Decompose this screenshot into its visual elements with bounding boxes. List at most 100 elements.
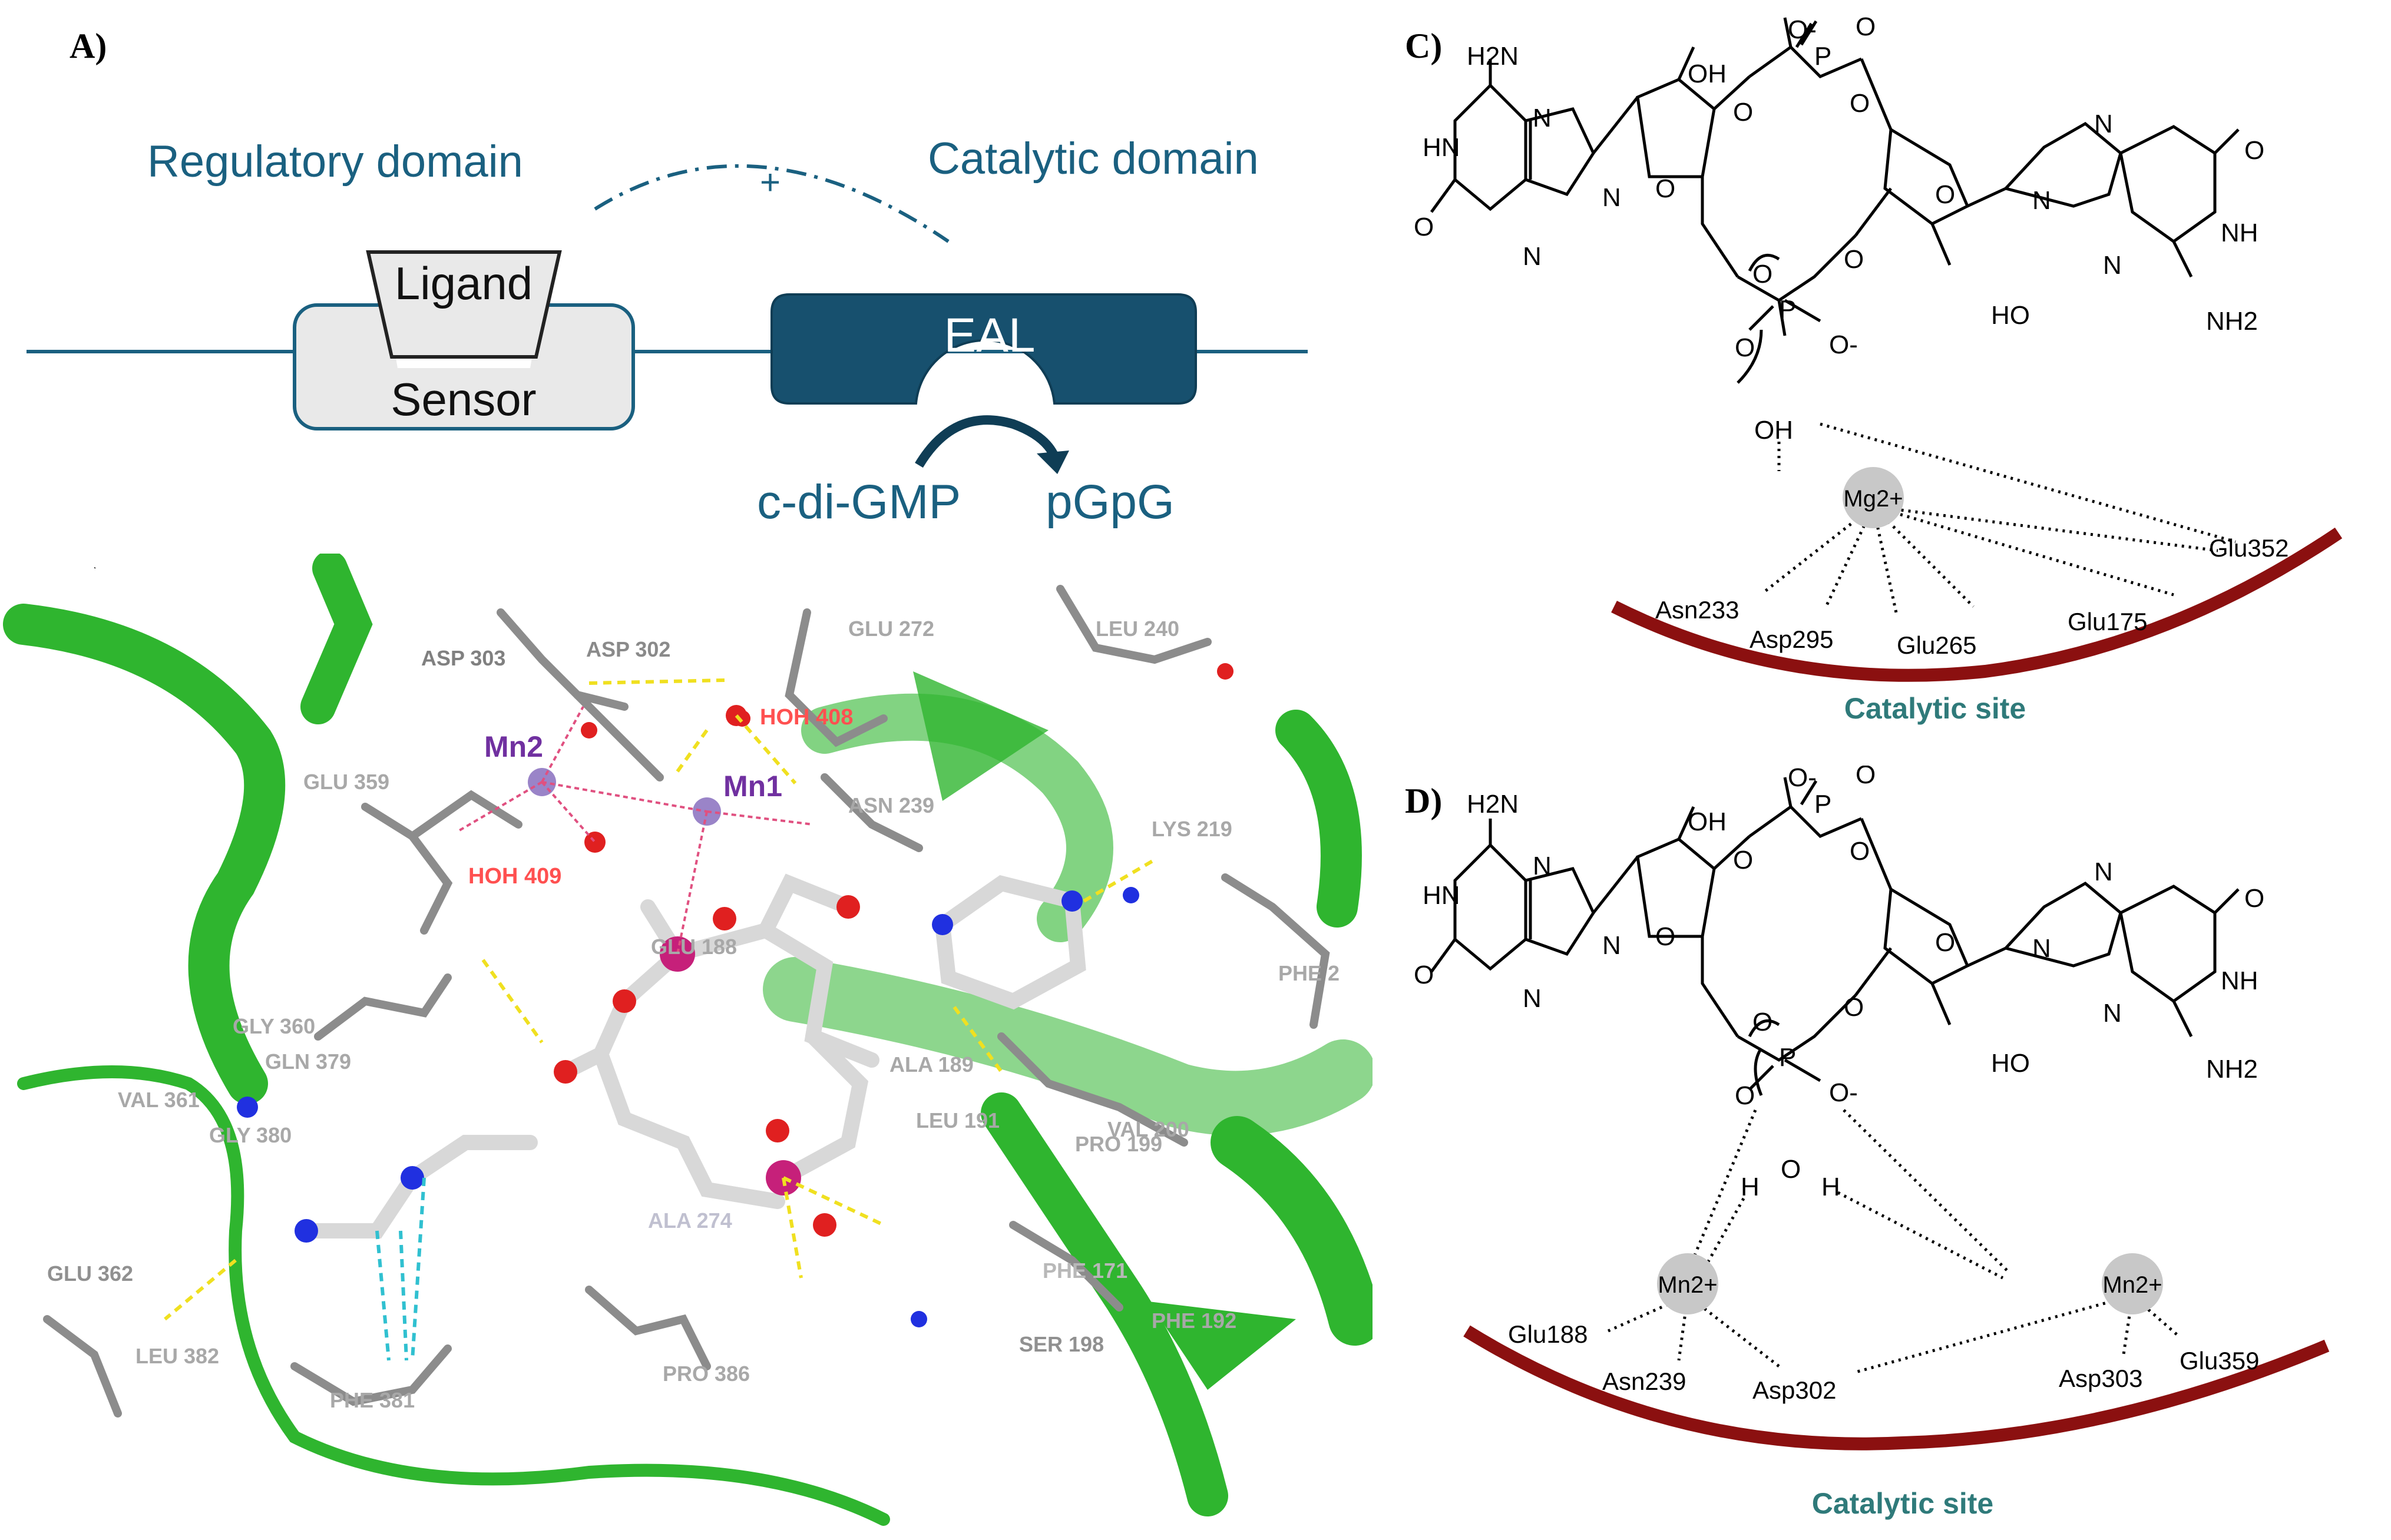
catalytic-site-arc xyxy=(1463,1325,2330,1450)
ribbon-arrowhead xyxy=(913,671,1049,801)
residue-labels: ASP 303 ASP 302 GLU 272 LEU 240 GLU 359 … xyxy=(47,617,1340,1412)
atom-label: NH xyxy=(2221,966,2258,995)
residue-labels-d: Glu188 Asn239 Asp302 Asp303 Glu359 xyxy=(1508,1320,2259,1404)
atom-label: O- xyxy=(1829,330,1858,359)
residue-label: Glu352 xyxy=(2209,534,2289,562)
atom-label: O xyxy=(1735,1081,1755,1110)
atom-label: O- xyxy=(1788,15,1817,44)
atom-label: P xyxy=(1779,1043,1796,1072)
atom-label: NH2 xyxy=(2206,307,2258,336)
catalytic-site-arc xyxy=(1611,527,2343,682)
mg-ion-label: Mg2+ xyxy=(1843,486,1903,512)
atom-label: O xyxy=(1752,260,1772,289)
panel-c: C) xyxy=(1373,0,2391,766)
residue-labels-c: Asn233 Asp295 Glu265 Glu175 Glu352 xyxy=(1655,534,2289,659)
residue-label: LEU 240 xyxy=(1096,617,1179,641)
atom-label: H xyxy=(1821,1173,1840,1201)
atom-label: O xyxy=(1733,98,1753,127)
atom-label: N xyxy=(1523,242,1542,271)
atom-label: H2N xyxy=(1467,790,1519,819)
atom-label: N xyxy=(1533,104,1552,133)
ligand-shape xyxy=(366,250,562,359)
residue-label: Glu175 xyxy=(2068,608,2147,635)
atom-label: O xyxy=(1733,846,1753,875)
residue-label: PHE 171 xyxy=(1043,1259,1127,1283)
atom-label: P xyxy=(1814,42,1831,71)
mn-ion-label-left: Mn2+ xyxy=(1658,1272,1717,1298)
reaction-arrowhead xyxy=(1037,451,1069,474)
residue-label: Asn233 xyxy=(1655,596,1739,624)
atom-label: O xyxy=(1414,213,1434,241)
ligand-cdigmp xyxy=(299,873,1086,1238)
pi-stacking xyxy=(375,1177,426,1361)
atom-label: O xyxy=(1850,837,1870,866)
residue-label: LEU 191 xyxy=(916,1108,1000,1132)
protein-ribbons xyxy=(3,551,1381,1526)
atom-label: HO xyxy=(1991,1049,2030,1078)
residue-label: VAL 361 xyxy=(118,1088,200,1112)
atom-label: N xyxy=(2032,186,2051,215)
atom-label: H xyxy=(1741,1173,1760,1201)
panel-a-label: A) xyxy=(70,27,107,65)
atom-label: O xyxy=(1856,12,1876,41)
mn-ion-right xyxy=(2102,1253,2163,1314)
chem-labels: H2N HN N O N N OH O O O- P O O O O O P O… xyxy=(1414,12,2264,445)
atom-label: NH2 xyxy=(2206,1055,2258,1084)
atom-label: O xyxy=(1844,245,1864,274)
cdigmp-structure xyxy=(1430,17,2240,384)
water-409 xyxy=(584,832,606,853)
ligand-label: Ligand xyxy=(395,257,533,309)
atom-label: N xyxy=(1523,984,1542,1013)
panel-b: B) xyxy=(0,551,1381,1537)
residue-label: ALA 189 xyxy=(889,1052,974,1077)
residue-label: GLU 188 xyxy=(651,935,737,959)
residue-label: Glu188 xyxy=(1508,1320,1588,1348)
hetero-atoms xyxy=(237,663,1233,1327)
metal-label-mn2: Mn2 xyxy=(484,730,543,763)
atom-label: O xyxy=(2244,884,2264,913)
sensor-label: Sensor xyxy=(391,373,536,425)
residue-label: LEU 382 xyxy=(135,1344,219,1368)
atom-label: O xyxy=(1850,89,1870,118)
panel-c-label: C) xyxy=(1405,27,1442,65)
water-label: OH xyxy=(1754,416,1793,445)
metal-label-mn1: Mn1 xyxy=(723,770,782,803)
eal-domain-box xyxy=(770,293,1197,405)
residue-label: GLY 360 xyxy=(233,1014,315,1038)
residue-label: ASP 302 xyxy=(586,637,670,661)
metal-contacts-d xyxy=(1607,1109,2181,1374)
residue-label: ASN 239 xyxy=(848,793,934,817)
residue-label: ALA 274 xyxy=(648,1208,732,1233)
residue-label: PRO 199 xyxy=(1075,1132,1162,1156)
residue-label: Glu265 xyxy=(1897,631,1976,659)
atom-label: N xyxy=(1602,931,1621,960)
atom-label: N xyxy=(2103,251,2122,280)
atom-label: O xyxy=(1781,1155,1801,1184)
atom-label: HN xyxy=(1423,133,1460,162)
residue-label: Asn239 xyxy=(1602,1367,1686,1395)
atom-label: O xyxy=(1752,1008,1772,1036)
ribbon-arrowhead xyxy=(1149,1301,1296,1390)
cdigmp-structure xyxy=(1430,777,2240,1096)
atom-label: N xyxy=(1533,852,1552,880)
atom-label: O- xyxy=(1788,766,1817,792)
allosteric-arc xyxy=(594,164,950,243)
residue-label: GLU 359 xyxy=(303,770,389,794)
panel-a: A) Regulatory domain Catalytic domain + … xyxy=(0,0,1331,554)
atom-label: O xyxy=(1655,922,1675,951)
atom-label: OH xyxy=(1688,807,1727,836)
atom-label: N xyxy=(2094,110,2113,138)
substrate-label: c-di-GMP xyxy=(757,475,961,529)
regulatory-domain-label: Regulatory domain xyxy=(147,137,523,187)
water-label-408: HOH 408 xyxy=(760,705,853,730)
atom-label: N xyxy=(2103,999,2122,1028)
panel-d-label: D) xyxy=(1405,781,1442,820)
atom-label: O xyxy=(1655,174,1675,203)
plus-sign: + xyxy=(760,163,781,202)
atom-label: P xyxy=(1814,790,1831,819)
atom-label: O xyxy=(2244,136,2264,165)
residue-label: SER 198 xyxy=(1019,1332,1104,1356)
atom-label: N xyxy=(1602,183,1621,212)
mn-ion-label-right: Mn2+ xyxy=(2102,1272,2162,1298)
residue-label: Glu359 xyxy=(2180,1347,2259,1375)
